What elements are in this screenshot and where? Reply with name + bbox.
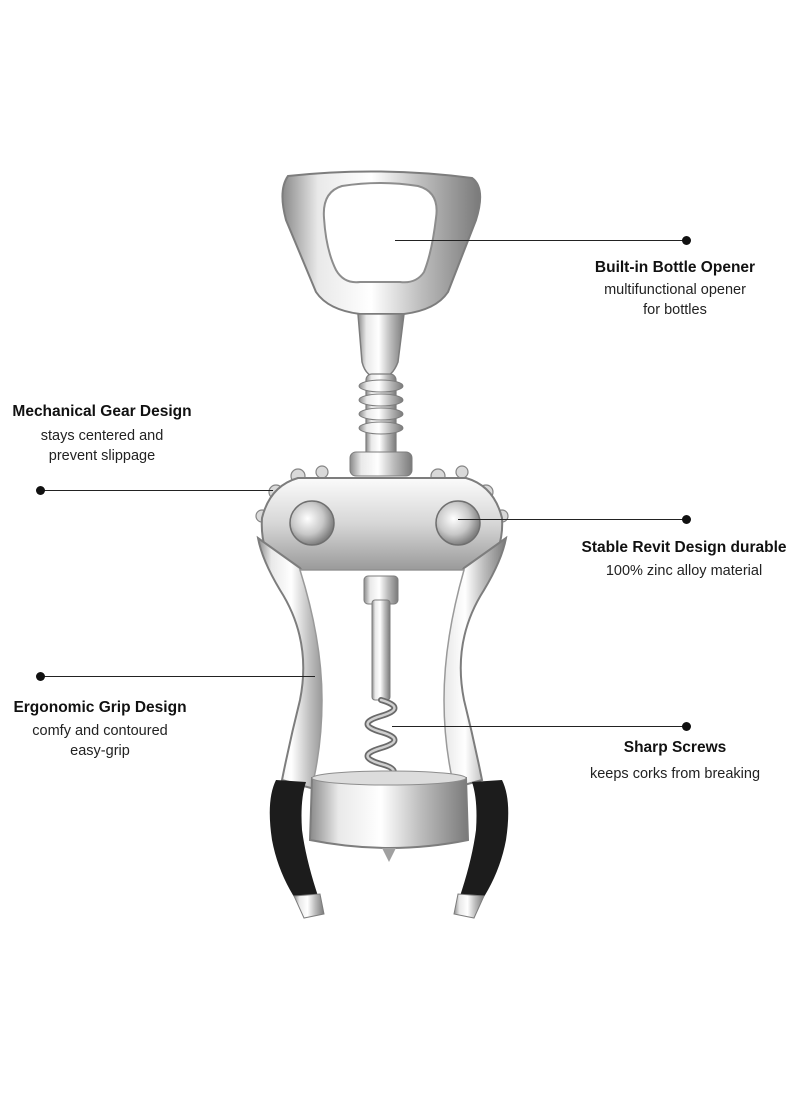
- callout-rivet: Stable Revit Design durable 100% zinc al…: [570, 538, 798, 581]
- bell-cap: [308, 770, 470, 862]
- callout-bottle-opener-title: Built-in Bottle Opener: [594, 259, 756, 276]
- callout-rivet-title: Stable Revit Design durable: [581, 539, 787, 556]
- screw-leader-dot: [682, 722, 691, 731]
- screw-leader-line: [392, 726, 686, 727]
- callout-gear-desc-line1: stays centered and: [40, 428, 164, 444]
- callout-grip: Ergonomic Grip Design comfy and contoure…: [4, 698, 196, 761]
- bottle-opener-head: [281, 170, 482, 379]
- rubber-grips: [269, 780, 509, 919]
- bottle-opener-leader-dot: [682, 236, 691, 245]
- callout-grip-desc-line2: easy-grip: [70, 743, 130, 759]
- grip-leader-line: [41, 676, 315, 677]
- callout-screw-title: Sharp Screws: [623, 739, 727, 756]
- callout-bottle-opener-desc-line2: for bottles: [643, 302, 707, 318]
- gear-stem: [349, 373, 413, 477]
- callout-screw-desc-line1: keeps corks from breaking: [589, 766, 761, 782]
- callout-gear: Mechanical Gear Design stays centered an…: [2, 402, 202, 466]
- gear-leader-line: [41, 490, 273, 491]
- callout-rivet-desc-line1: 100% zinc alloy material: [605, 563, 763, 579]
- callout-screw: Sharp Screws keeps corks from breaking: [570, 738, 780, 784]
- bottle-opener-leader-line: [395, 240, 685, 241]
- rivet-leader-dot: [682, 515, 691, 524]
- callout-gear-desc-line2: prevent slippage: [48, 448, 156, 464]
- grip-leader-dot: [36, 672, 45, 681]
- frame-body: [260, 477, 504, 571]
- gear-leader-dot: [36, 486, 45, 495]
- rivet-leader-line: [458, 519, 686, 520]
- callout-grip-title: Ergonomic Grip Design: [13, 699, 187, 716]
- callout-grip-desc-line1: comfy and contoured: [32, 723, 168, 739]
- callout-bottle-opener-desc-line1: multifunctional opener: [604, 282, 746, 298]
- callout-gear-title: Mechanical Gear Design: [12, 403, 192, 420]
- corkscrew-shaft: [363, 575, 399, 783]
- callout-bottle-opener: Built-in Bottle Opener multifunctional o…: [575, 258, 775, 320]
